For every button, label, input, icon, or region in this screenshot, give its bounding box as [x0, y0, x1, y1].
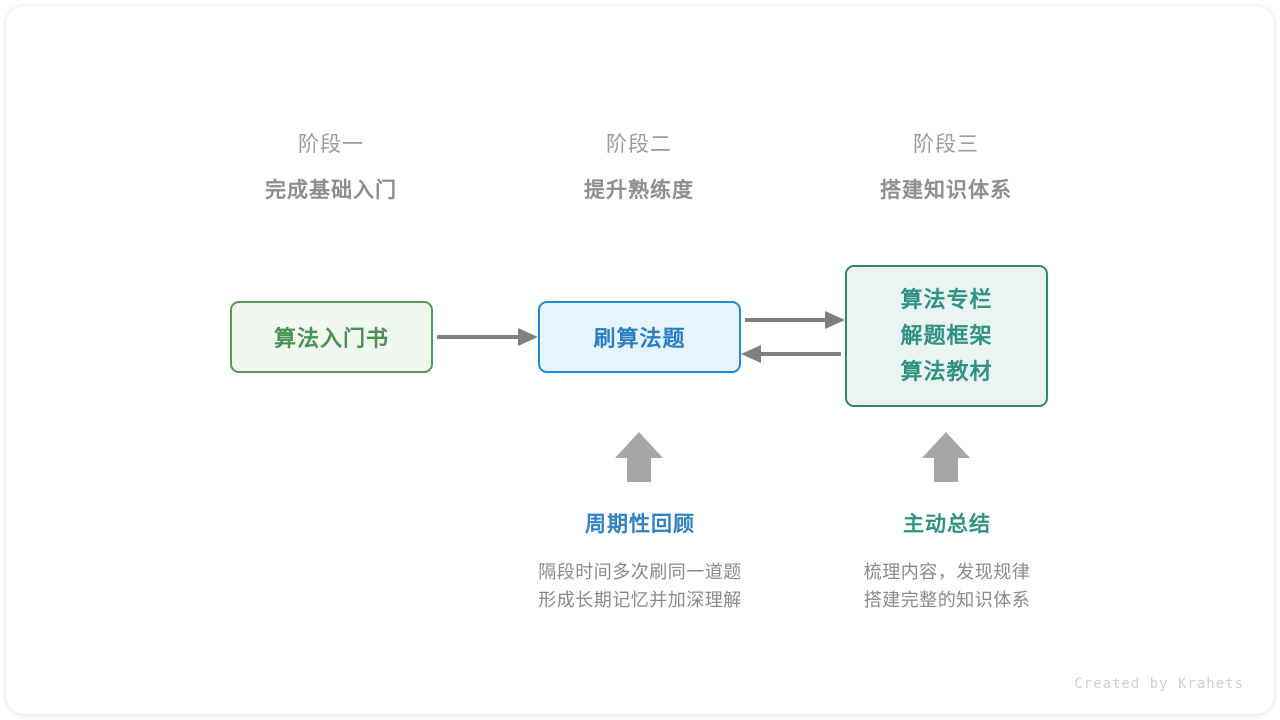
annotation-review-desc-line-1: 隔段时间多次刷同一道题 [538, 562, 742, 582]
node-box-book[interactable]: 算法入门书 [230, 301, 433, 373]
stage-2-index-label: 阶段二 [606, 133, 672, 156]
node-box-resources[interactable]: 算法专栏 解题框架 算法教材 [845, 265, 1048, 407]
annotation-summary-desc-line-2: 搭建完整的知识体系 [863, 590, 1031, 610]
node-resources-line-3: 算法教材 [900, 359, 993, 384]
annotation-summary-desc: 梳理内容，发现规律 搭建完整的知识体系 [797, 558, 1097, 614]
watermark-credit: Created by Krahets [1074, 676, 1244, 692]
annotation-summary: 主动总结 梳理内容，发现规律 搭建完整的知识体系 [797, 510, 1097, 614]
annotation-review-title: 周期性回顾 [585, 513, 695, 536]
stage-2-title: 提升熟练度 [584, 179, 694, 202]
stage-header-3: 阶段三 搭建知识体系 [826, 130, 1066, 206]
annotation-summary-title: 主动总结 [903, 513, 991, 536]
annotation-summary-desc-line-1: 梳理内容，发现规律 [863, 562, 1031, 582]
annotation-review: 周期性回顾 隔段时间多次刷同一道题 形成长期记忆并加深理解 [490, 510, 790, 614]
node-resources-line-1: 算法专栏 [900, 287, 993, 312]
node-box-practice[interactable]: 刷算法题 [538, 301, 741, 373]
annotation-review-desc: 隔段时间多次刷同一道题 形成长期记忆并加深理解 [490, 558, 790, 614]
stage-1-title: 完成基础入门 [265, 179, 397, 202]
stage-3-index-label: 阶段三 [913, 133, 979, 156]
node-book-label: 算法入门书 [273, 326, 389, 351]
stage-header-1: 阶段一 完成基础入门 [211, 130, 451, 206]
node-resources-line-2: 解题框架 [900, 323, 993, 348]
annotation-review-desc-line-2: 形成长期记忆并加深理解 [538, 590, 742, 610]
stage-1-index-label: 阶段一 [298, 133, 364, 156]
stage-header-2: 阶段二 提升熟练度 [519, 130, 759, 206]
stage-3-title: 搭建知识体系 [880, 179, 1012, 202]
node-practice-label: 刷算法题 [593, 326, 686, 351]
